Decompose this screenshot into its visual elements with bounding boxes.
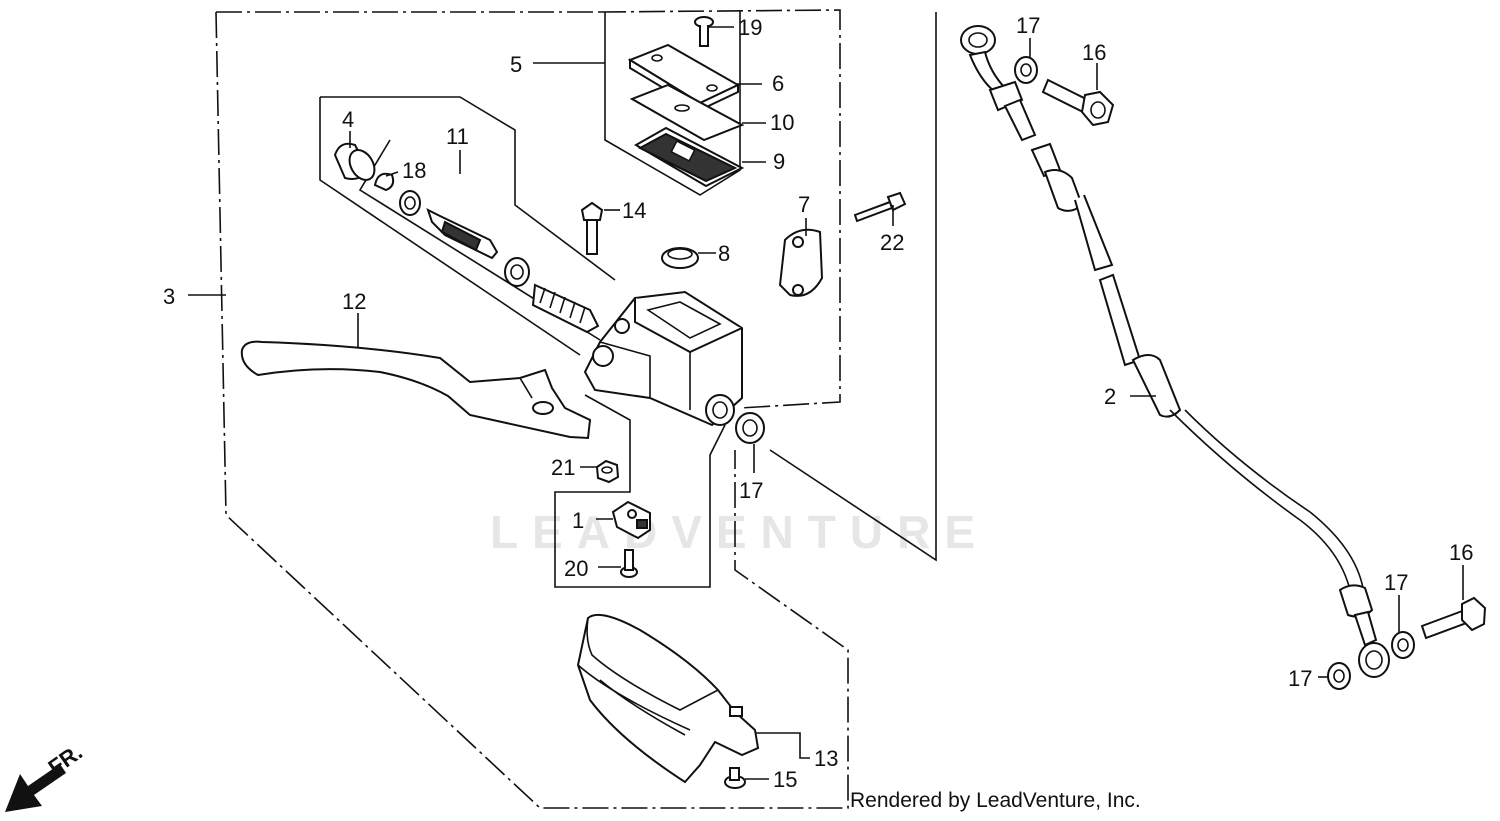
callout-22: 22 bbox=[880, 230, 904, 255]
part-9-diaphragm bbox=[633, 126, 745, 188]
part-7-master-cylinder-holder bbox=[778, 228, 824, 297]
part-11-piston-set bbox=[399, 190, 600, 334]
callout-18: 18 bbox=[402, 158, 426, 183]
callout-20: 20 bbox=[564, 556, 588, 581]
part-17-sealing-washer-bottom bbox=[1327, 662, 1351, 690]
front-direction-arrow: FR. bbox=[5, 739, 87, 812]
part-17-sealing-washer-left bbox=[735, 412, 765, 444]
part-16-oil-bolt-top bbox=[1041, 78, 1115, 127]
master-cylinder-body bbox=[583, 290, 743, 427]
part-17-sealing-washer-top bbox=[1014, 56, 1038, 84]
part-15-screw bbox=[724, 767, 746, 789]
callout-13: 13 bbox=[814, 746, 838, 771]
part-21-nut bbox=[595, 459, 620, 484]
callout-17-left: 17 bbox=[739, 478, 763, 503]
hose-box-outline bbox=[769, 12, 937, 562]
callout-4: 4 bbox=[342, 107, 354, 132]
render-credit: Rendered by LeadVenture, Inc. bbox=[850, 789, 1141, 812]
callout-16-top: 16 bbox=[1082, 40, 1106, 65]
callout-16-bottom: 16 bbox=[1449, 540, 1473, 565]
callout-14: 14 bbox=[622, 198, 646, 223]
callout-10: 10 bbox=[770, 110, 794, 135]
callout-1: 1 bbox=[572, 508, 584, 533]
part-17-sealing-washer-right bbox=[1391, 631, 1415, 659]
part-10-diaphragm-plate bbox=[629, 83, 745, 142]
callout-5: 5 bbox=[510, 52, 522, 77]
part-19-screw bbox=[694, 16, 714, 47]
part-13-handguard bbox=[576, 614, 760, 784]
callout-labels: 1 2 3 4 5 6 7 8 9 10 11 12 13 14 15 16 1… bbox=[163, 13, 1473, 792]
assembly-3-outline bbox=[215, 11, 849, 809]
switch-box-outline bbox=[554, 394, 726, 588]
callout-17-top: 17 bbox=[1016, 13, 1040, 38]
assembly-5-outline bbox=[599, 9, 841, 409]
leader-lines bbox=[188, 26, 1464, 780]
callout-21: 21 bbox=[551, 455, 575, 480]
assembly-11-outline bbox=[319, 96, 616, 356]
part-18-circlip bbox=[373, 172, 395, 192]
part-22-bolt bbox=[853, 191, 907, 223]
callout-17-bottom: 17 bbox=[1288, 666, 1312, 691]
callout-17-right: 17 bbox=[1384, 570, 1408, 595]
part-12-brake-lever bbox=[240, 340, 592, 440]
part-4-dust-boot bbox=[333, 142, 376, 181]
part-1-front-stop-switch bbox=[611, 500, 651, 540]
callout-3: 3 bbox=[163, 284, 175, 309]
callout-7: 7 bbox=[798, 192, 810, 217]
part-20-screw bbox=[620, 549, 638, 578]
callout-8: 8 bbox=[718, 241, 730, 266]
callout-12: 12 bbox=[342, 289, 366, 314]
part-14-pivot-bolt bbox=[580, 201, 604, 255]
callout-6: 6 bbox=[772, 71, 784, 96]
part-2-brake-hose bbox=[960, 25, 1390, 678]
callout-9: 9 bbox=[773, 149, 785, 174]
watermark: LEADVENTURE bbox=[490, 506, 989, 558]
callout-11: 11 bbox=[446, 124, 469, 149]
callout-2: 2 bbox=[1104, 384, 1116, 409]
part-8-boot bbox=[661, 247, 699, 269]
part-16-oil-bolt-bottom bbox=[1420, 596, 1487, 640]
callout-19: 19 bbox=[738, 15, 762, 40]
callout-15: 15 bbox=[773, 767, 797, 792]
